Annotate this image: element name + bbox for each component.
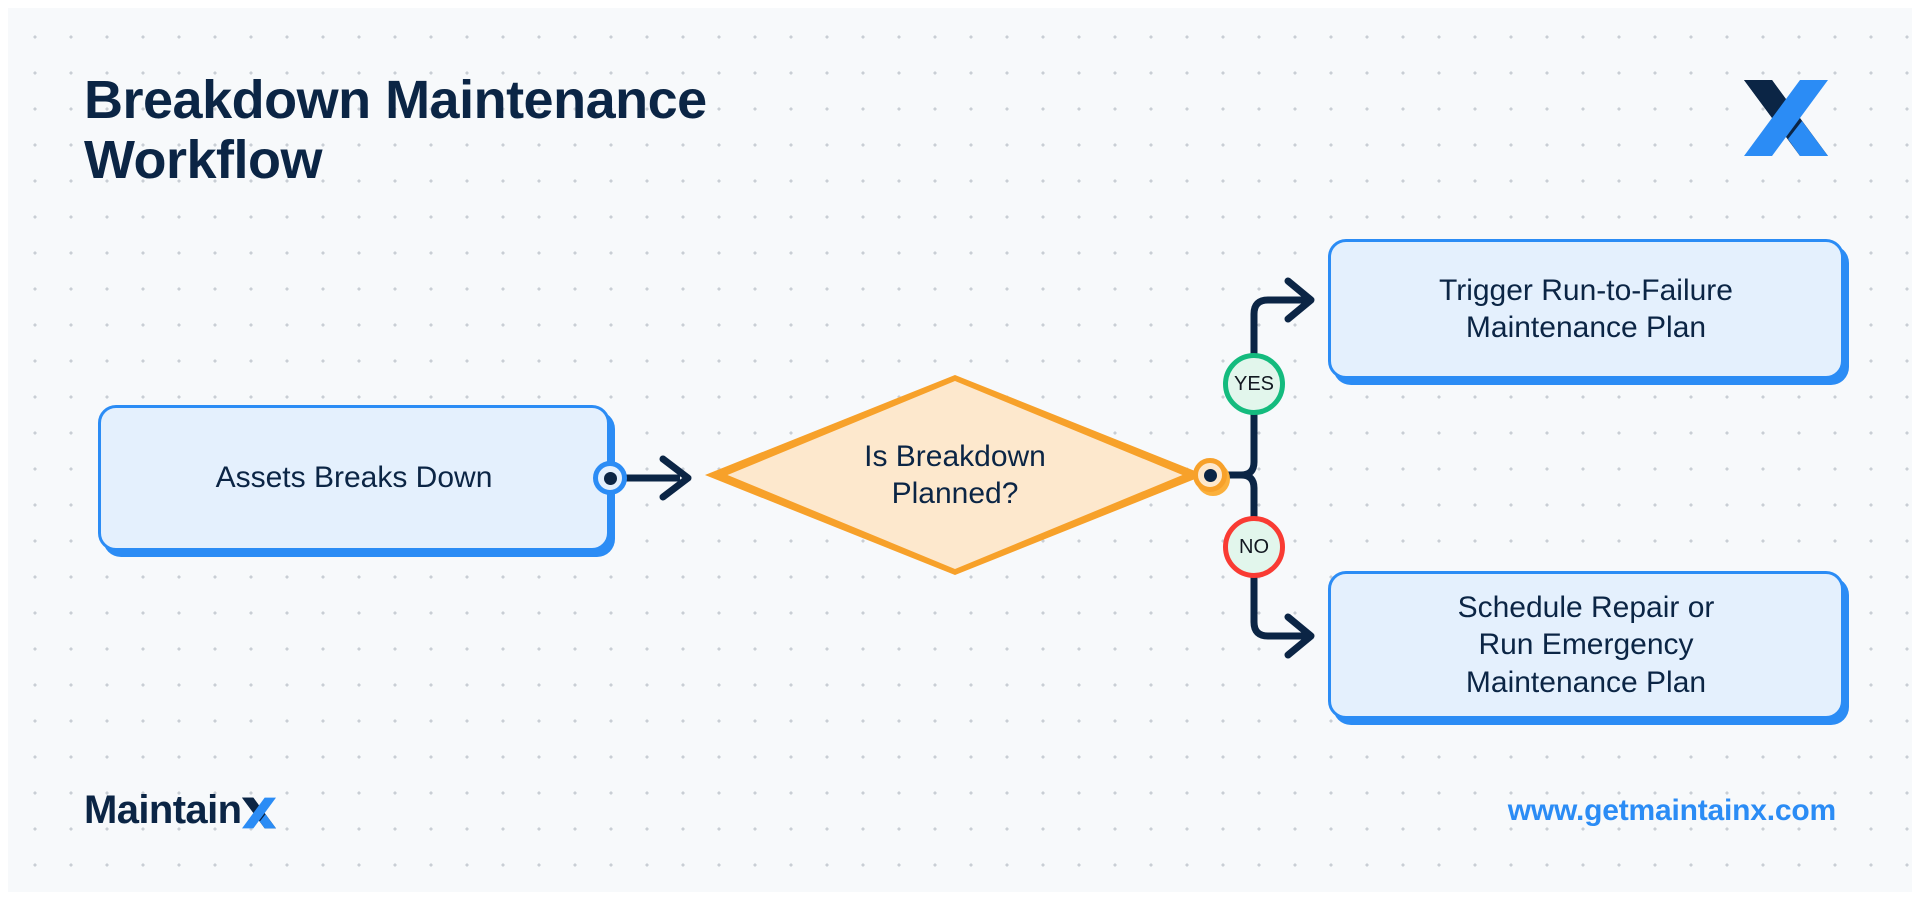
page-title: Breakdown Maintenance Workflow [84,70,707,191]
connector-dot-start-output[interactable] [593,461,627,495]
node-trigger-run-to-failure-plan[interactable]: Trigger Run-to-Failure Maintenance Plan [1328,239,1844,379]
maintainx-x-icon [242,797,277,828]
maintainx-wordmark: Maintain [84,788,277,833]
node-assets-breaks-down[interactable]: Assets Breaks Down [98,405,610,551]
node-schedule-repair-or-emergency-plan[interactable]: Schedule Repair or Run Emergency Mainten… [1328,571,1844,719]
connector-dot-decision-output[interactable] [1193,458,1227,492]
wire-yes-to-target [1250,277,1315,357]
decision-label: Is Breakdown Planned? [864,439,1046,511]
diagram-canvas: Breakdown Maintenance Workflow Assets [8,8,1912,892]
website-url[interactable]: www.getmaintainx.com [1507,794,1836,827]
maintainx-x-logo [1744,80,1828,156]
wordmark-text: Maintain [84,788,242,832]
branch-badge-yes[interactable]: YES [1223,353,1285,415]
branch-badge-no[interactable]: NO [1223,516,1285,578]
wire-no-to-target [1250,574,1315,659]
node-is-breakdown-planned[interactable]: Is Breakdown Planned? [705,375,1209,581]
